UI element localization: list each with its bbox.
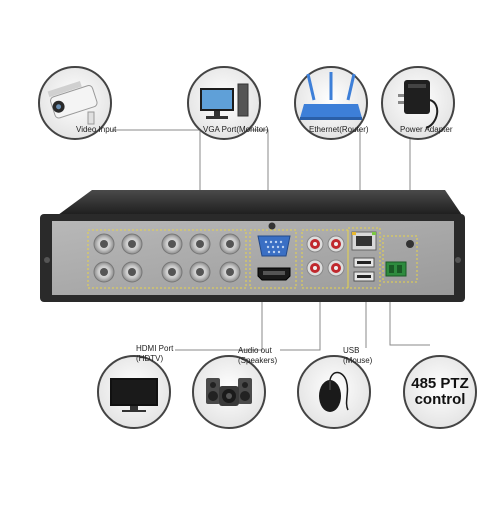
screw-icon [268, 222, 276, 230]
ptz-control-badge [403, 355, 477, 429]
bnc-connector-icon [121, 261, 143, 283]
speakers-icon [192, 355, 266, 429]
audio-out-label: Audio out (Speakers) [238, 346, 277, 366]
power-adapter-label: Power Adapter [400, 125, 453, 134]
video-input-label: Video Input [76, 125, 117, 134]
audio-rca-jacks [306, 235, 345, 277]
power-adapter-icon [381, 66, 455, 140]
hdmi-port-label-line1: HDMI Port [136, 344, 174, 353]
hdmi-connector [175, 295, 263, 351]
audio-out-label-line2: (Speakers) [238, 356, 278, 365]
bnc-connector-icon [219, 233, 241, 255]
vga-port-label: VGA Port(Monitor) [203, 125, 269, 134]
hdmi-port-icon [257, 267, 291, 281]
dvr-rear-panel [52, 221, 454, 295]
security-camera-icon [38, 66, 112, 140]
screw-icon [44, 257, 50, 263]
usb-label-line2: (Mouse) [343, 356, 373, 365]
rca-jack-icon [306, 235, 324, 253]
bnc-connector-icon [93, 261, 115, 283]
bnc-connector-icon [161, 233, 183, 255]
ethernet-port-icon [351, 231, 377, 251]
rca-jack-icon [327, 259, 345, 277]
rca-jack-icon [306, 259, 324, 277]
ptz-control-label: 485 PTZ control [410, 376, 470, 408]
hdmi-port-label: HDMI Port (HDTV) [136, 344, 173, 364]
bnc-connector-icon [121, 233, 143, 255]
screw-icon [455, 257, 461, 263]
vga-port-icon [257, 235, 291, 257]
power-ptz-highlight [382, 235, 418, 283]
audio-connector [280, 290, 321, 351]
dvr-unit [40, 190, 465, 302]
ptz-label-line2: control [414, 391, 466, 408]
mouse-icon [297, 355, 371, 429]
audio-out-label-line1: Audio out [238, 346, 272, 355]
bnc-connector-icon [219, 261, 241, 283]
usb-label-line1: USB [343, 346, 360, 355]
ptz-terminal-icon [385, 261, 407, 277]
desktop-computer-icon [187, 66, 261, 140]
bnc-video-inputs [93, 233, 241, 283]
rca-jack-icon [327, 235, 345, 253]
hdmi-port-label-line2: (HDTV) [136, 354, 164, 363]
ptz-connector [389, 290, 430, 346]
ethernet-label: Ethernet(Router) [309, 125, 369, 134]
bnc-connector-icon [189, 233, 211, 255]
bnc-connector-icon [189, 261, 211, 283]
hdtv-icon [97, 355, 171, 429]
ptz-label-line1: 485 PTZ [411, 375, 469, 392]
bnc-connector-icon [161, 261, 183, 283]
power-port-icon [406, 240, 414, 248]
dvr-top-face [58, 190, 462, 215]
usb-ports-icon [353, 257, 375, 282]
wifi-router-icon [294, 66, 368, 140]
usb-label: USB (Mouse) [343, 346, 372, 366]
bnc-connector-icon [93, 233, 115, 255]
ethernet-usb-highlight [347, 227, 381, 289]
